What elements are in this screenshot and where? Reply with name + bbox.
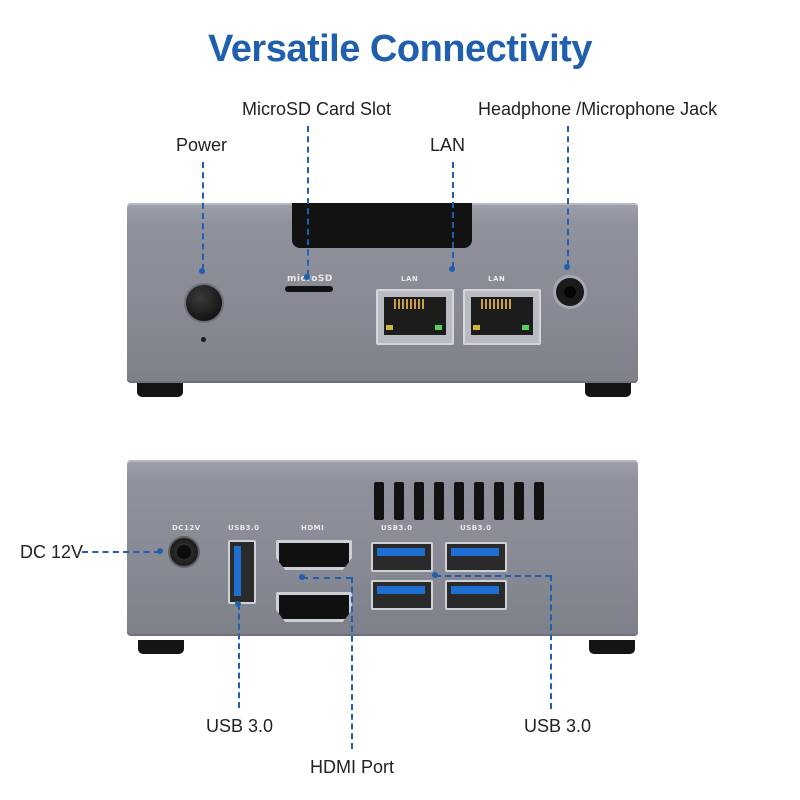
page-title: Versatile Connectivity	[208, 28, 592, 70]
lan1-port-label: LAN	[401, 275, 419, 283]
leader-dot-hdmi	[299, 574, 305, 580]
callout-hdmi: HDMI Port	[310, 757, 395, 777]
leader-hdmi-h	[302, 577, 352, 579]
leader-usb-left	[238, 604, 240, 708]
device-front-panel: microSD LAN LAN	[127, 203, 638, 383]
usb-left-port-label: USB3.0	[228, 524, 260, 532]
dc12v-port-label: DC12V	[172, 524, 201, 532]
leader-dot-microsd	[304, 274, 310, 280]
leader-lan	[452, 162, 454, 268]
usb-port-vertical[interactable]	[228, 540, 256, 604]
power-led	[201, 337, 206, 342]
callout-dc: DC 12V	[20, 542, 84, 562]
microsd-port-label: microSD	[287, 274, 333, 284]
leader-usb-right-v	[550, 575, 552, 709]
vent-slot	[494, 482, 504, 520]
lan2-port-label: LAN	[488, 275, 506, 283]
power-button[interactable]	[184, 283, 224, 323]
callout-headphone: Headphone /Microphone Jack	[478, 99, 718, 119]
leader-dot-lan	[449, 266, 455, 272]
rear-foot-right	[589, 640, 635, 654]
leader-power	[202, 162, 204, 270]
leader-microsd	[307, 126, 309, 276]
leader-dot-power	[199, 268, 205, 274]
usb-port-1[interactable]	[371, 542, 433, 572]
vent-slot	[434, 482, 444, 520]
usb-port-2[interactable]	[445, 542, 507, 572]
leader-headphone	[567, 126, 569, 266]
leader-dot-dc	[157, 548, 163, 554]
vent-slot	[414, 482, 424, 520]
usb-port-3[interactable]	[371, 580, 433, 610]
leader-usb-right-h	[435, 575, 551, 577]
lan-port-2[interactable]	[463, 289, 541, 345]
leader-dc	[82, 551, 160, 553]
lan-port-1[interactable]	[376, 289, 454, 345]
vent-slot	[454, 482, 464, 520]
leader-dot-usb-right	[432, 572, 438, 578]
headphone-jack[interactable]	[553, 275, 587, 309]
callout-lan: LAN	[430, 135, 466, 155]
callout-microsd: MicroSD Card Slot	[242, 99, 392, 119]
callout-usb-left: USB 3.0	[206, 716, 274, 736]
dc-power-jack[interactable]	[168, 536, 200, 568]
usb-b-port-label: USB3.0	[460, 524, 492, 532]
microsd-slot[interactable]	[285, 286, 333, 292]
vent-slot	[514, 482, 524, 520]
leader-hdmi-v	[351, 577, 353, 749]
callout-usb-right: USB 3.0	[524, 716, 592, 736]
front-foot-right	[585, 383, 631, 397]
rear-foot-left	[138, 640, 184, 654]
hdmi-port-label: HDMI	[301, 524, 325, 532]
hdmi-port-2[interactable]	[276, 592, 352, 622]
callout-power: Power	[176, 135, 228, 155]
device-rear-panel: DC12V USB3.0 HDMI USB3.0 USB3.0	[127, 460, 638, 636]
front-foot-left	[137, 383, 183, 397]
vent-slot	[374, 482, 384, 520]
vent-slot	[534, 482, 544, 520]
leader-dot-usb-left	[235, 601, 241, 607]
vent-slot	[394, 482, 404, 520]
leader-dot-headphone	[564, 264, 570, 270]
front-window	[292, 203, 472, 248]
usb-a-port-label: USB3.0	[381, 524, 413, 532]
usb-port-4[interactable]	[445, 580, 507, 610]
vent-slot	[474, 482, 484, 520]
hdmi-port-1[interactable]	[276, 540, 352, 570]
